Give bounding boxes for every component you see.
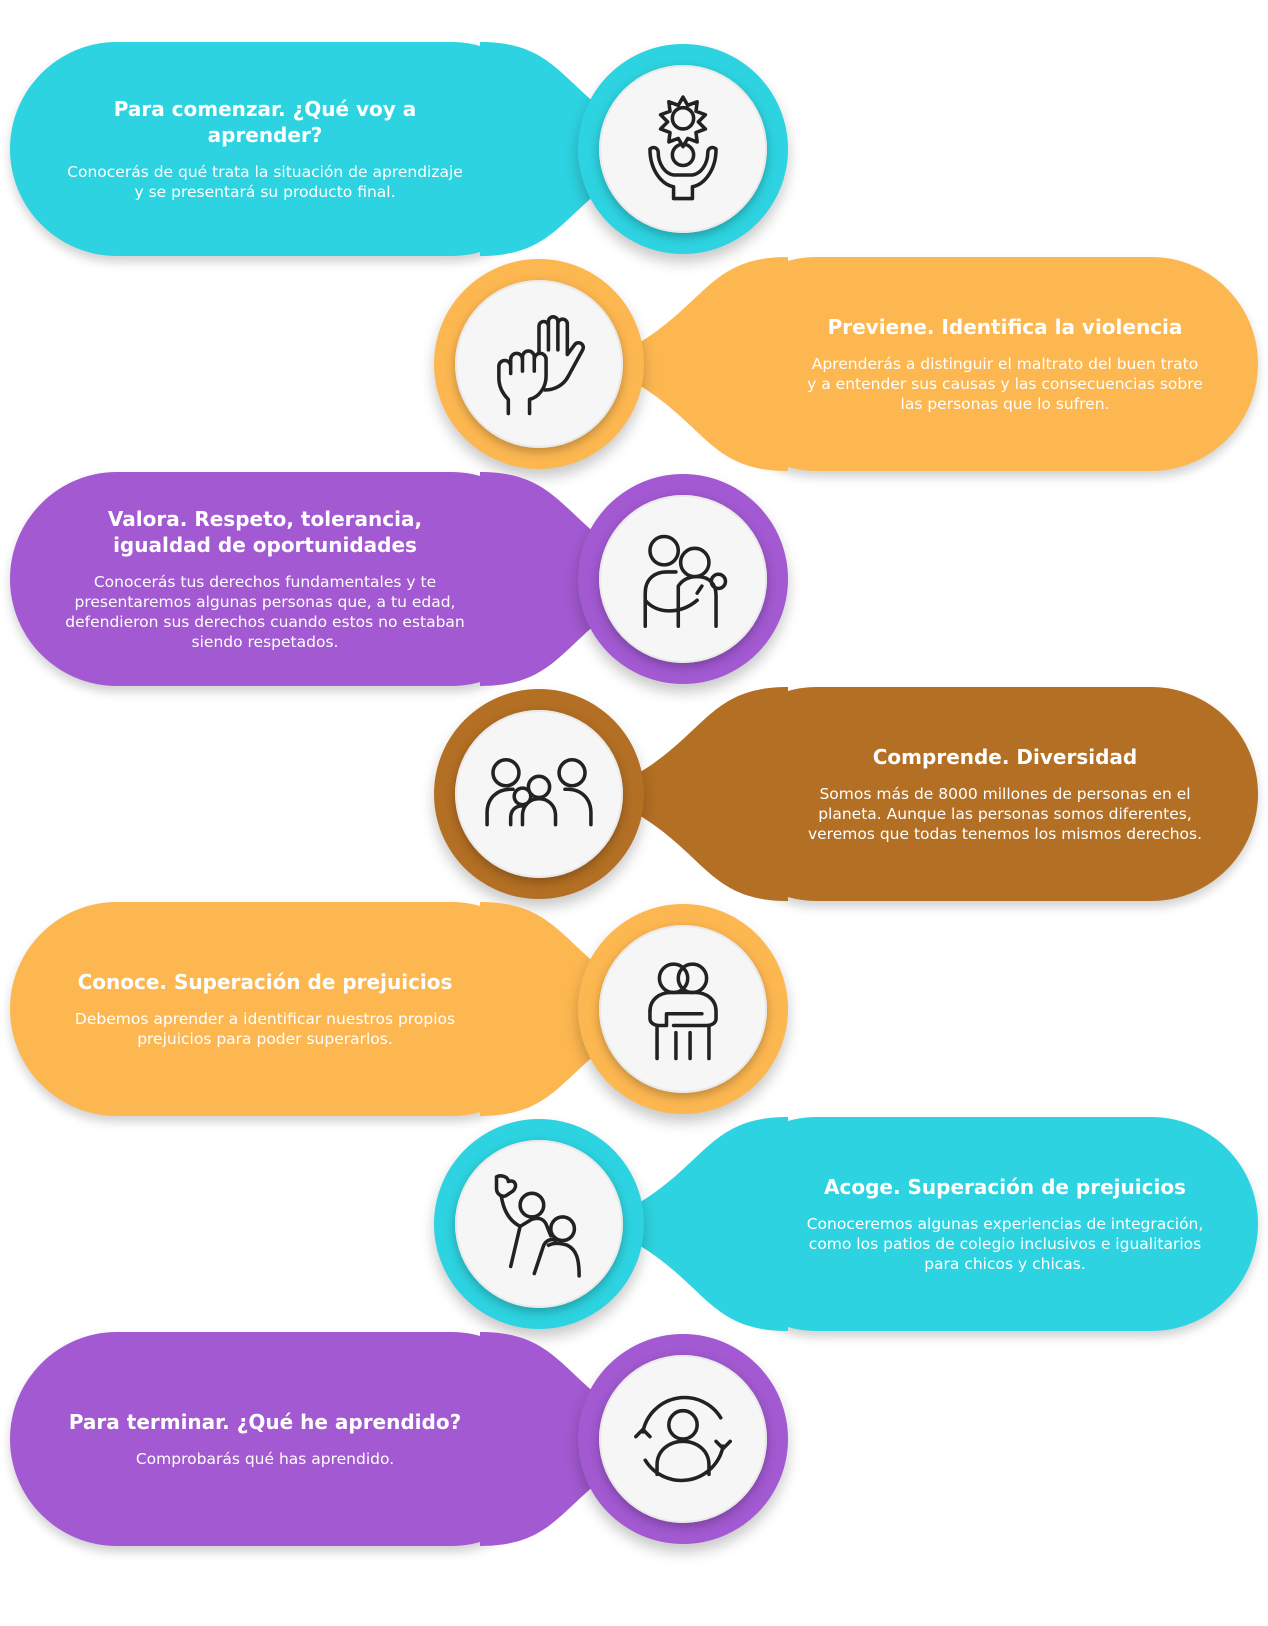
- step-6: Acoge. Superación de prejuicios Conocere…: [0, 1113, 1268, 1335]
- sun-person-icon: [648, 95, 718, 201]
- step-card: Previene. Identifica la violencia Aprend…: [710, 257, 1258, 471]
- step-3: Valora. Respeto, tolerancia, igualdad de…: [0, 468, 1268, 690]
- step-4: Comprende. Diversidad Somos más de 8000 …: [0, 683, 1268, 905]
- step-2: Previene. Identifica la violencia Aprend…: [0, 253, 1268, 475]
- step-description: Conocerás de qué trata la situación de a…: [67, 163, 463, 201]
- step-connector: [480, 902, 670, 1116]
- step-card: Comprende. Diversidad Somos más de 8000 …: [710, 687, 1258, 901]
- step-title: Para terminar. ¿Qué he aprendido?: [68, 1410, 462, 1434]
- step-connector: [480, 1332, 670, 1546]
- person-cycle-icon: [634, 1395, 732, 1483]
- step-title: Comprende. Diversidad: [872, 745, 1138, 769]
- step-card: Valora. Respeto, tolerancia, igualdad de…: [10, 472, 558, 686]
- step-connector: [480, 472, 670, 686]
- step-card: Para terminar. ¿Qué he aprendido? Compro…: [10, 1332, 558, 1546]
- icon-ring: [578, 1334, 788, 1544]
- icon-ring: [578, 904, 788, 1114]
- group-icon: [485, 758, 593, 827]
- step-description: Aprenderás a distinguir el maltrato del …: [807, 355, 1203, 413]
- raised-hands-icon: [497, 315, 585, 416]
- step-title: Valora. Respeto, tolerancia, igualdad de…: [107, 507, 423, 557]
- step-description: Conocerás tus derechos fundamentales y t…: [65, 573, 465, 651]
- icon-ring: [434, 1119, 644, 1329]
- step-card: Conoce. Superación de prejuicios Debemos…: [10, 902, 558, 1116]
- step-7: Para terminar. ¿Qué he aprendido? Compro…: [0, 1328, 1268, 1550]
- step-connector: [598, 257, 788, 471]
- icon-ring: [434, 689, 644, 899]
- step-description: Conoceremos algunas experiencias de inte…: [806, 1215, 1204, 1273]
- hug-icon: [648, 962, 718, 1061]
- step-title: Acoge. Superación de prejuicios: [824, 1175, 1186, 1199]
- step-5: Conoce. Superación de prejuicios Debemos…: [0, 898, 1268, 1120]
- step-1: Para comenzar. ¿Qué voy a aprender? Cono…: [0, 38, 1268, 260]
- embrace-icon: [643, 534, 728, 628]
- step-description: Debemos aprender a identificar nuestros …: [74, 1010, 456, 1048]
- step-title: Previene. Identifica la violencia: [827, 315, 1183, 339]
- step-description: Somos más de 8000 millones de personas e…: [807, 785, 1203, 843]
- step-connector: [480, 42, 670, 256]
- step-title: Conoce. Superación de prejuicios: [77, 970, 453, 994]
- icon-ring: [578, 44, 788, 254]
- icon-ring: [434, 259, 644, 469]
- step-title: Para comenzar. ¿Qué voy a aprender?: [113, 97, 417, 147]
- step-description: Comprobarás qué has aprendido.: [135, 1450, 395, 1468]
- step-connector: [598, 687, 788, 901]
- icon-ring: [578, 474, 788, 684]
- step-connector: [598, 1117, 788, 1331]
- step-card: Acoge. Superación de prejuicios Conocere…: [710, 1117, 1258, 1331]
- conflict-icon: [494, 1174, 581, 1278]
- step-card: Para comenzar. ¿Qué voy a aprender? Cono…: [10, 42, 558, 256]
